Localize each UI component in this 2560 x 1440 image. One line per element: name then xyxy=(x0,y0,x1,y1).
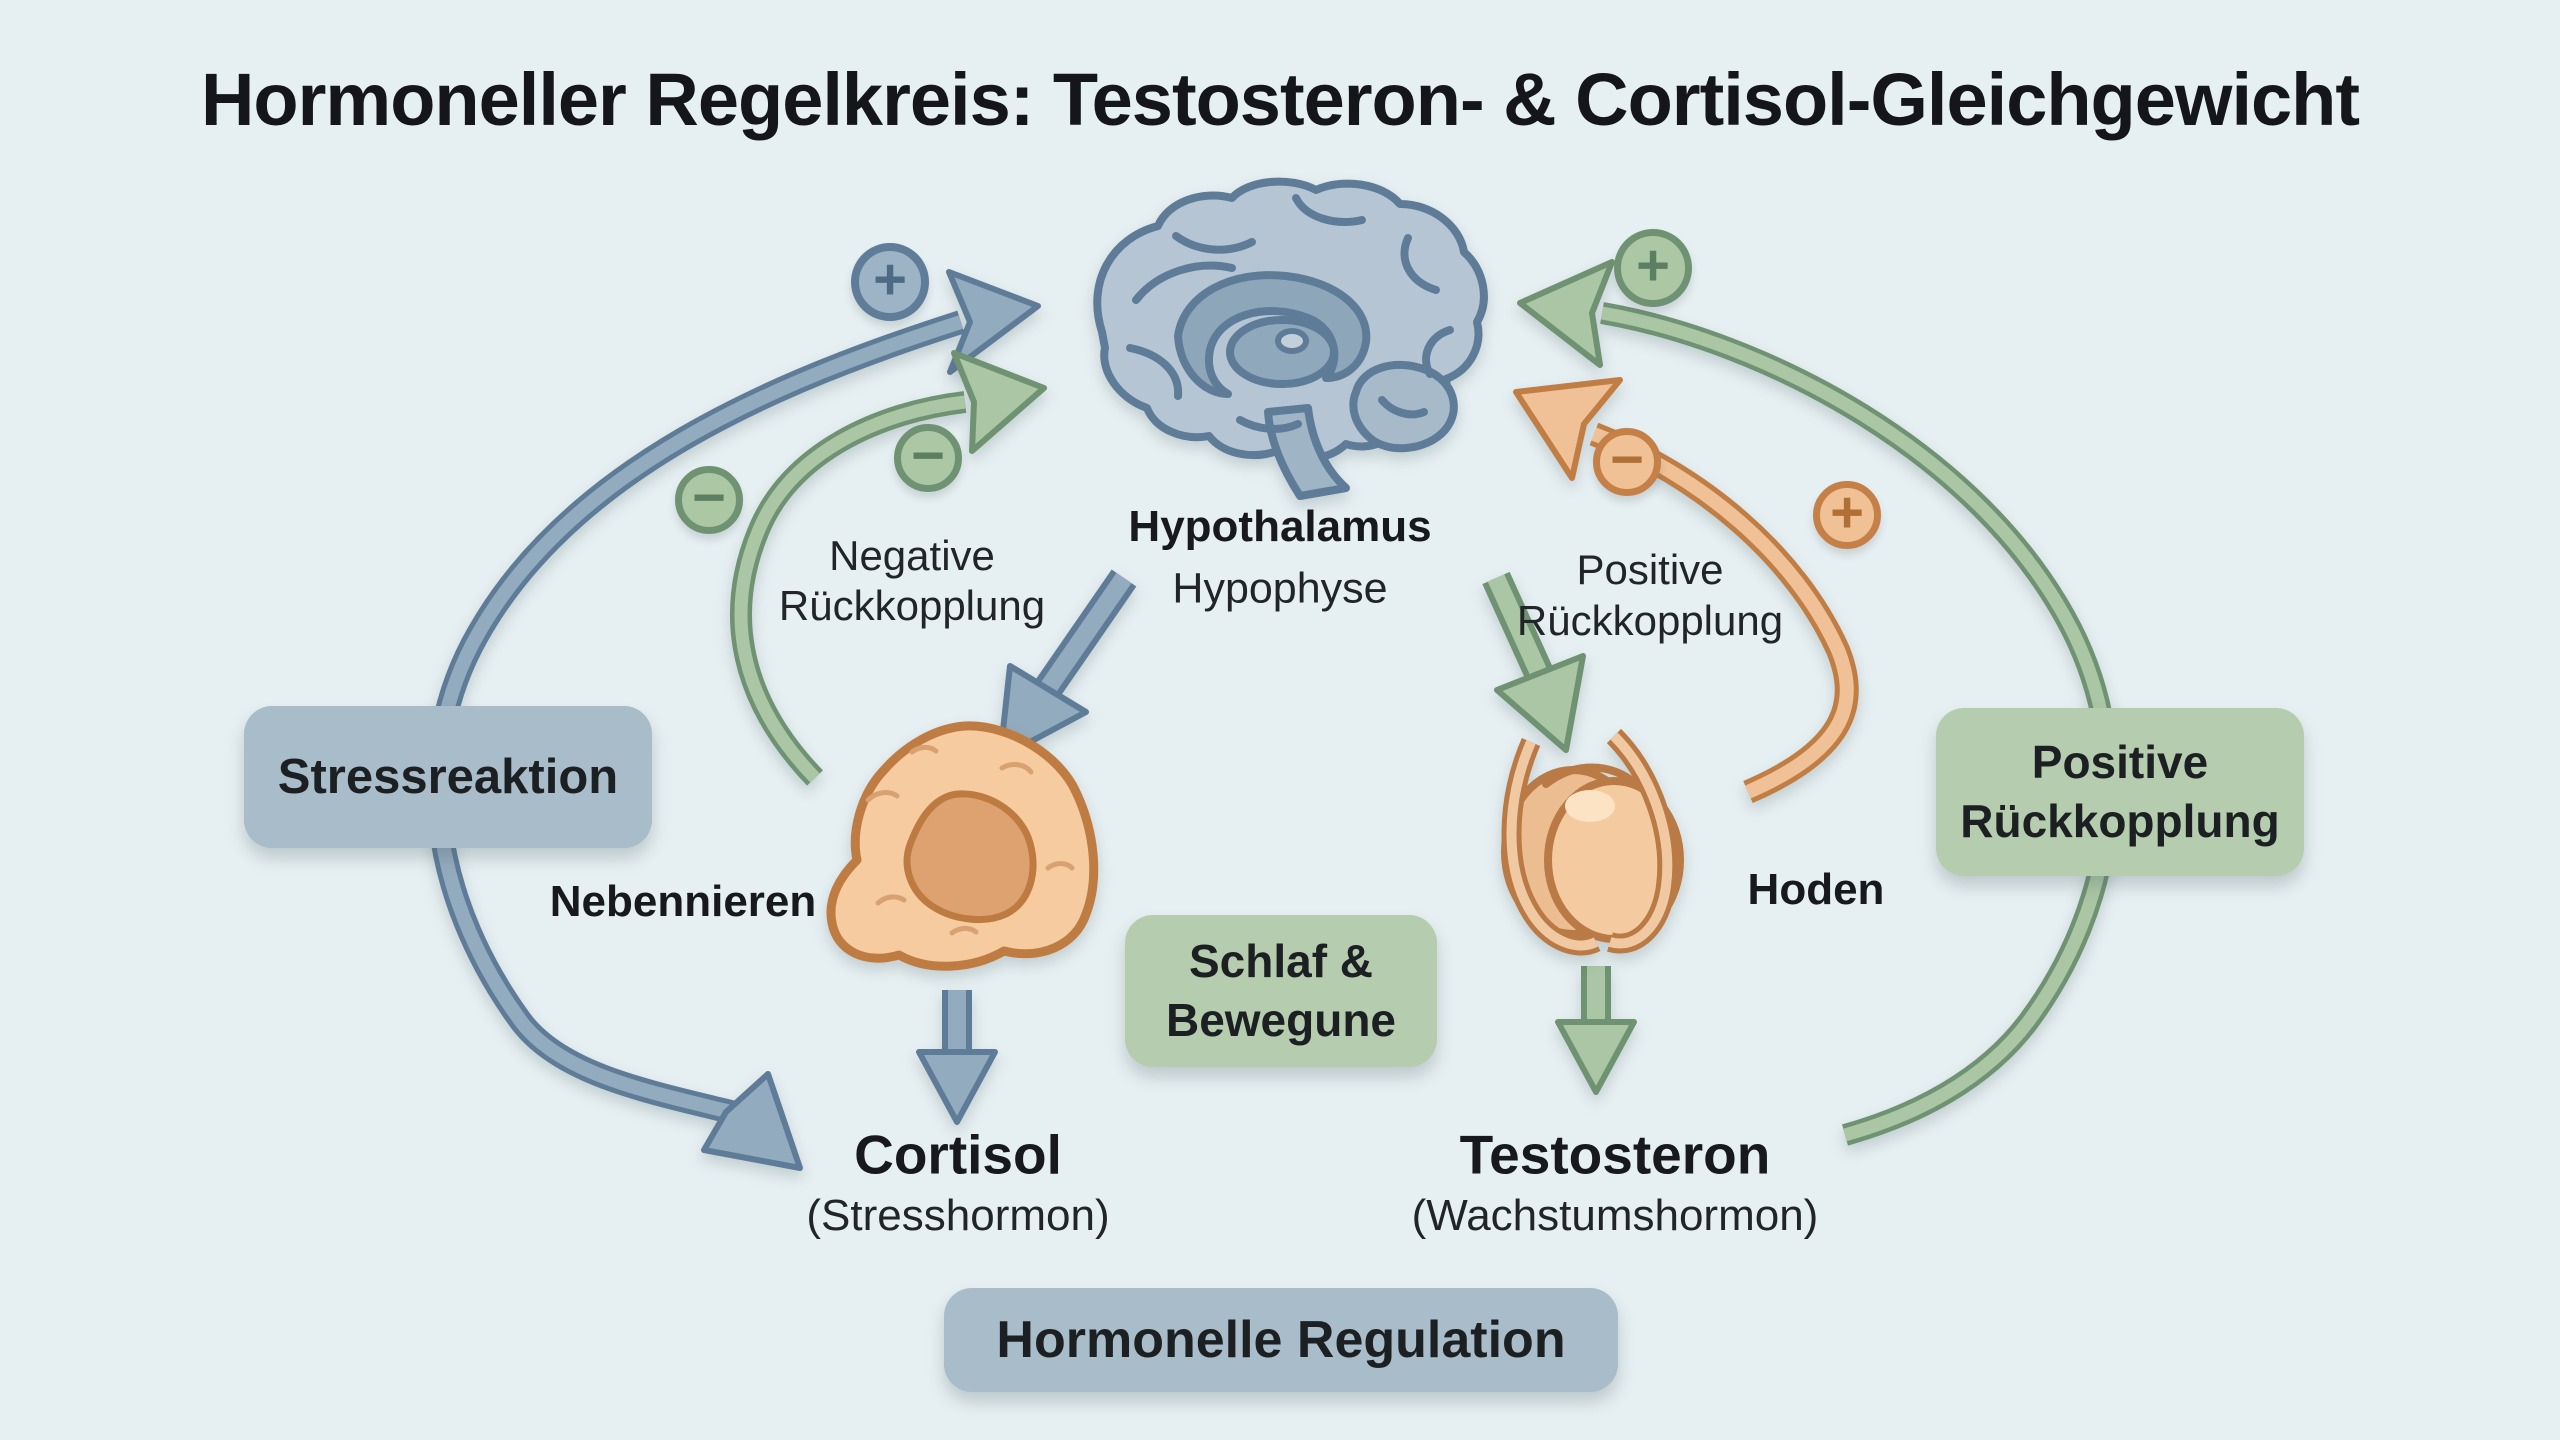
cortisol-sublabel: (Stresshormon) xyxy=(806,1191,1110,1240)
testosterone-feedback-arc xyxy=(1513,377,1859,804)
minus-glyph: − xyxy=(1610,427,1644,492)
adrenal-gland-illustration xyxy=(826,721,1099,971)
minus-icon: − xyxy=(1593,428,1661,496)
cortisol-label: Cortisol xyxy=(854,1123,1062,1186)
plus-icon: + xyxy=(1813,481,1881,549)
positive-badge-line1: Positive xyxy=(2031,736,2209,789)
minus-glyph: − xyxy=(911,423,945,488)
negative-feedback-head xyxy=(951,350,1047,454)
negative-feedback-label-line1: Negative xyxy=(829,532,995,579)
brain-illustration xyxy=(1093,177,1488,500)
testes-label: Hoden xyxy=(1747,865,1885,914)
negative-feedback-label-line2: Rückkopplung xyxy=(778,582,1046,629)
schlaf-badge-line2: Bewegune xyxy=(1165,994,1397,1046)
bottom-badge-label: Hormonelle Regulation xyxy=(996,1311,1566,1369)
testes-illustration xyxy=(1501,728,1684,956)
arrow-brain-to-testes xyxy=(1482,571,1586,753)
minus-icon: − xyxy=(894,424,962,492)
stress-loop-head-to-cortisol xyxy=(701,1071,803,1171)
plus-glyph: + xyxy=(1636,233,1670,298)
stressreaktion-badge-label: Stressreaktion xyxy=(277,750,619,804)
positive-feedback-label-line1: Positive xyxy=(1576,546,1724,593)
positive-loop-head-to-brain xyxy=(1517,259,1615,368)
hypothalamus-label: Hypothalamus xyxy=(1128,502,1432,551)
testosteron-sublabel: (Wachstumshormon) xyxy=(1411,1191,1819,1240)
positive-rueckkopplung-badge: Positive Rückkopplung xyxy=(1936,708,2304,876)
stress-loop-head-to-brain xyxy=(946,269,1041,375)
minus-glyph: − xyxy=(692,465,726,530)
plus-icon: + xyxy=(851,243,929,321)
plus-icon: + xyxy=(1614,229,1692,307)
testosterone-feedback-head xyxy=(1513,377,1623,481)
cerebellum xyxy=(1349,360,1458,453)
minus-icon: − xyxy=(675,466,743,534)
arrow-adrenal-to-cortisol xyxy=(916,990,998,1125)
schlaf-badge-line1: Schlaf & xyxy=(1188,935,1374,988)
hypophyse-label: Hypophyse xyxy=(1172,564,1388,613)
testosteron-label: Testosteron xyxy=(1459,1123,1771,1186)
positive-feedback-label-line2: Rückkopplung xyxy=(1516,597,1784,644)
arrow-testes-to-testosteron xyxy=(1555,966,1637,1095)
negative-feedback-arc xyxy=(730,350,1047,786)
stressreaktion-badge: Stressreaktion xyxy=(244,706,652,848)
positive-badge-line2: Rückkopplung xyxy=(1960,795,2280,847)
adrenal-label: Nebennieren xyxy=(549,877,817,926)
plus-glyph: + xyxy=(873,247,907,312)
plus-glyph: + xyxy=(1830,480,1864,545)
hormonelle-regulation-badge: Hormonelle Regulation xyxy=(944,1288,1618,1392)
page-title: Hormoneller Regelkreis: Testosteron- & C… xyxy=(200,58,2360,141)
schlaf-bewegung-badge: Schlaf & Bewegune xyxy=(1125,915,1437,1067)
